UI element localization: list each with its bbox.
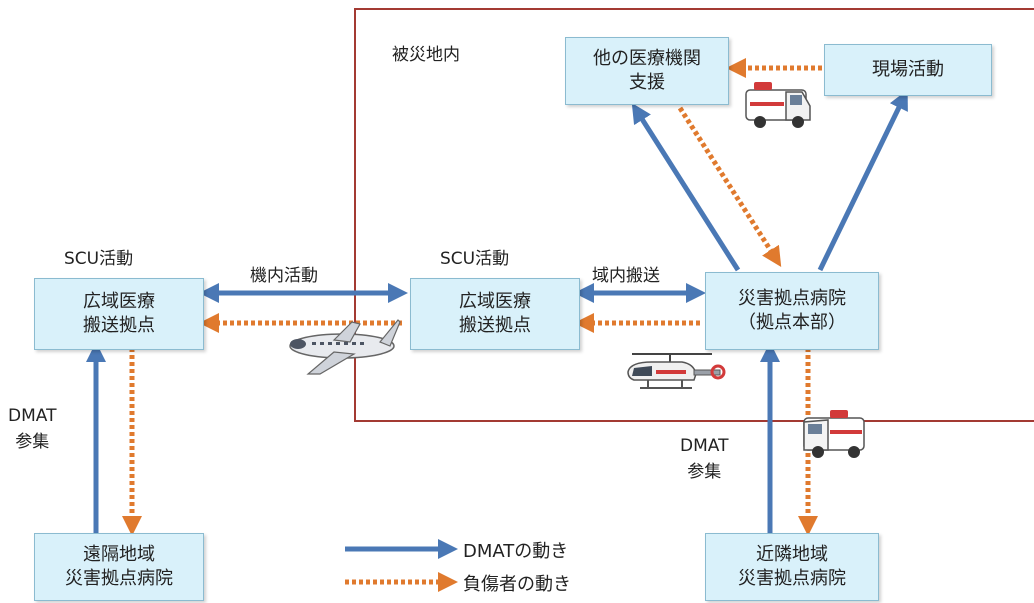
helicopter-icon [627,353,726,389]
ambulance-icon [803,410,865,458]
ambulance-icon [745,82,811,128]
field-activity-box: 現場活動 [824,44,992,96]
wide-area-hub-center: 広域医療 搬送拠点 [410,278,580,350]
legend-dmat-label: DMATの動き [463,541,569,562]
dmat-assembly-label-left: DMAT 参集 [8,406,57,452]
dmat-assembly-label-right: DMAT 参集 [680,436,729,482]
scu-label-center: SCU活動 [440,249,510,269]
in-flight-label: 機内活動 [250,266,318,286]
scu-label-left: SCU活動 [64,249,134,269]
remote-hospital-box: 遠隔地域 災害拠点病院 [34,533,204,601]
injured-arrow-support-to-hospital [677,106,782,268]
wide-area-hub-left: 広域医療 搬送拠点 [34,278,204,350]
dmat-arrow-to-support [631,102,741,272]
airplane-icon [289,319,401,375]
base-hospital-box: 災害拠点病院 （拠点本部） [705,272,879,350]
other-medical-support-box: 他の医療機関 支援 [565,37,729,105]
nearby-hospital-box: 近隣地域 災害拠点病院 [705,533,879,601]
legend-injured-label: 負傷者の動き [463,574,571,595]
dmat-arrow-to-field [817,89,908,272]
zone-label: 被災地内 [392,45,460,65]
disaster-zone-border [354,8,1034,422]
regional-transport-label: 域内搬送 [592,266,660,286]
